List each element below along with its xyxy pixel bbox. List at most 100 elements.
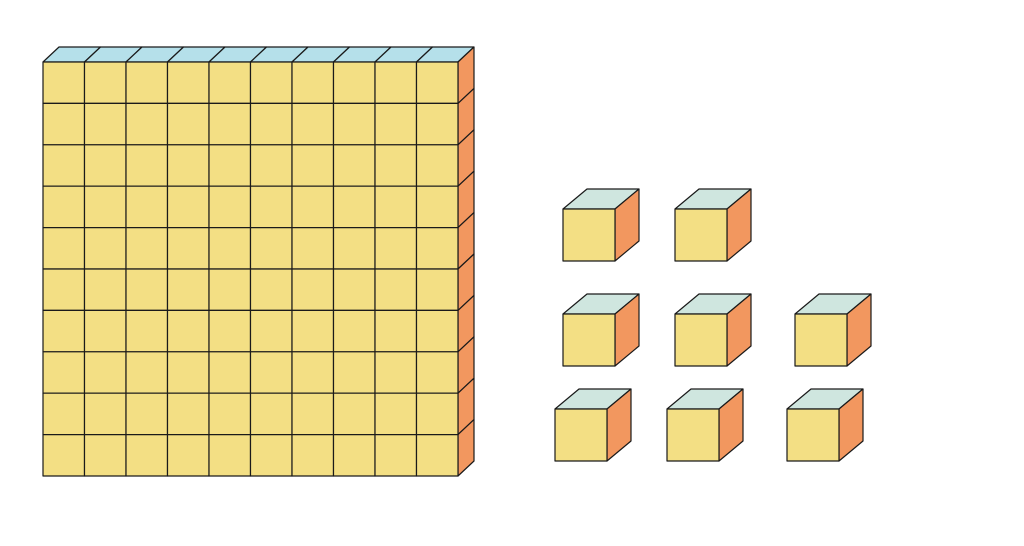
flat-unit-square — [249, 309, 293, 353]
flat-unit-square — [415, 268, 459, 311]
flat-unit-square — [125, 434, 169, 477]
unit-cube — [562, 188, 640, 262]
flat-unit-square — [332, 268, 376, 311]
flat-unit-square — [125, 185, 169, 229]
flat-unit-square — [42, 434, 86, 477]
flat-unit-square — [374, 268, 418, 311]
flat-unit-square — [415, 392, 459, 436]
flat-unit-square — [83, 351, 127, 394]
flat-unit-square — [166, 227, 210, 270]
flat-unit-square — [415, 61, 459, 105]
unit-cubes-group — [554, 188, 872, 462]
flat-unit-square — [166, 268, 210, 311]
flat-unit-square — [332, 392, 376, 436]
flat-unit-square — [83, 309, 127, 353]
flat-unit-square — [42, 351, 86, 394]
flat-unit-square — [415, 227, 459, 270]
flat-unit-square — [249, 102, 293, 146]
flat-unit-square — [415, 309, 459, 353]
flat-unit-square — [415, 102, 459, 146]
flat-unit-square — [374, 392, 418, 436]
flat-unit-square — [42, 268, 86, 311]
flat-unit-square — [208, 227, 252, 270]
flat-unit-square — [208, 61, 252, 105]
flat-unit-square — [125, 227, 169, 270]
flat-unit-square — [166, 392, 210, 436]
flat-unit-square — [291, 102, 335, 146]
flat-unit-square — [42, 144, 86, 187]
flat-unit-square — [291, 61, 335, 105]
unit-cube-front — [554, 408, 608, 462]
unit-cube — [674, 188, 752, 262]
hundred-flat — [42, 46, 475, 477]
flat-unit-square — [374, 309, 418, 353]
flat-unit-square — [291, 144, 335, 187]
flat-unit-square — [374, 351, 418, 394]
unit-cube-front — [794, 313, 848, 367]
flat-unit-square — [83, 227, 127, 270]
flat-unit-square — [125, 144, 169, 187]
flat-unit-square — [42, 185, 86, 229]
flat-unit-square — [83, 102, 127, 146]
flat-unit-square — [42, 392, 86, 436]
unit-cube-front — [666, 408, 720, 462]
flat-unit-square — [208, 309, 252, 353]
flat-unit-square — [83, 434, 127, 477]
flat-unit-square — [166, 309, 210, 353]
flat-unit-square — [125, 309, 169, 353]
flat-unit-square — [166, 351, 210, 394]
flat-unit-square — [83, 392, 127, 436]
flat-unit-square — [166, 102, 210, 146]
flat-unit-square — [291, 227, 335, 270]
flat-unit-square — [415, 351, 459, 394]
flat-unit-square — [332, 185, 376, 229]
flat-unit-square — [415, 434, 459, 477]
flat-unit-square — [208, 351, 252, 394]
unit-cube-front — [562, 313, 616, 367]
flat-unit-square — [166, 144, 210, 187]
flat-unit-square — [291, 434, 335, 477]
unit-cube-front — [786, 408, 840, 462]
flat-unit-square — [374, 144, 418, 187]
unit-cube — [786, 388, 864, 462]
flat-unit-square — [291, 309, 335, 353]
flat-unit-square — [42, 102, 86, 146]
flat-unit-square — [415, 144, 459, 187]
flat-unit-square — [332, 102, 376, 146]
flat-unit-square — [83, 144, 127, 187]
flat-unit-square — [374, 227, 418, 270]
flat-unit-square — [208, 185, 252, 229]
flat-unit-square — [125, 392, 169, 436]
flat-unit-square — [208, 268, 252, 311]
flat-unit-square — [166, 185, 210, 229]
flat-unit-square — [332, 61, 376, 105]
flat-unit-square — [332, 227, 376, 270]
flat-unit-square — [291, 268, 335, 311]
flat-unit-square — [249, 392, 293, 436]
flat-unit-square — [249, 268, 293, 311]
flat-unit-square — [249, 144, 293, 187]
flat-unit-square — [125, 268, 169, 311]
flat-unit-square — [291, 392, 335, 436]
unit-cube — [666, 388, 744, 462]
flat-unit-square — [374, 434, 418, 477]
flat-unit-square — [125, 102, 169, 146]
flat-unit-square — [332, 351, 376, 394]
flat-unit-square — [249, 434, 293, 477]
unit-cube — [554, 388, 632, 462]
flat-unit-square — [415, 185, 459, 229]
unit-cube — [794, 293, 872, 367]
unit-cube-front — [674, 208, 728, 262]
flat-unit-square — [125, 61, 169, 105]
flat-unit-square — [42, 227, 86, 270]
flat-unit-square — [249, 185, 293, 229]
flat-unit-square — [166, 434, 210, 477]
flat-unit-square — [208, 434, 252, 477]
flat-unit-square — [208, 392, 252, 436]
unit-cube — [674, 293, 752, 367]
flat-unit-square — [208, 102, 252, 146]
flat-unit-square — [374, 102, 418, 146]
unit-cube-front — [562, 208, 616, 262]
flat-unit-square — [374, 61, 418, 105]
